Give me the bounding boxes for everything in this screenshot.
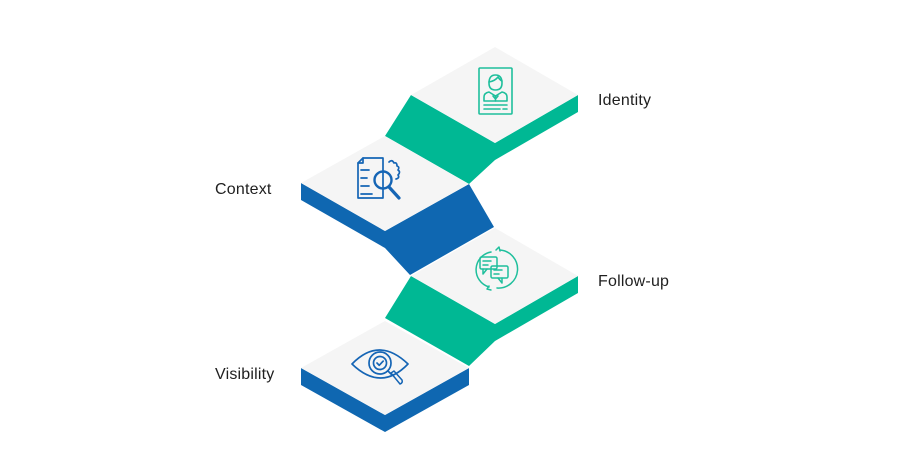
chat-cycle-icon (475, 246, 519, 291)
step-followup (385, 228, 578, 366)
followup-top-face (411, 228, 578, 324)
followup-side-band (385, 276, 578, 366)
step-label-identity: Identity (598, 92, 652, 109)
identity-side-band (385, 95, 578, 184)
visibility-side-band (301, 368, 469, 432)
step-context (301, 136, 494, 275)
context-side-band (301, 183, 494, 275)
step-identity (385, 47, 578, 184)
eye-check-search-icon (351, 349, 409, 385)
document-search-gear-icon (357, 157, 401, 200)
step-label-context: Context (215, 181, 272, 198)
step-visibility (301, 321, 469, 432)
context-top-face (301, 136, 469, 231)
id-card-icon (478, 67, 513, 115)
step-label-visibility: Visibility (215, 366, 275, 383)
step-label-followup: Follow-up (598, 273, 670, 290)
